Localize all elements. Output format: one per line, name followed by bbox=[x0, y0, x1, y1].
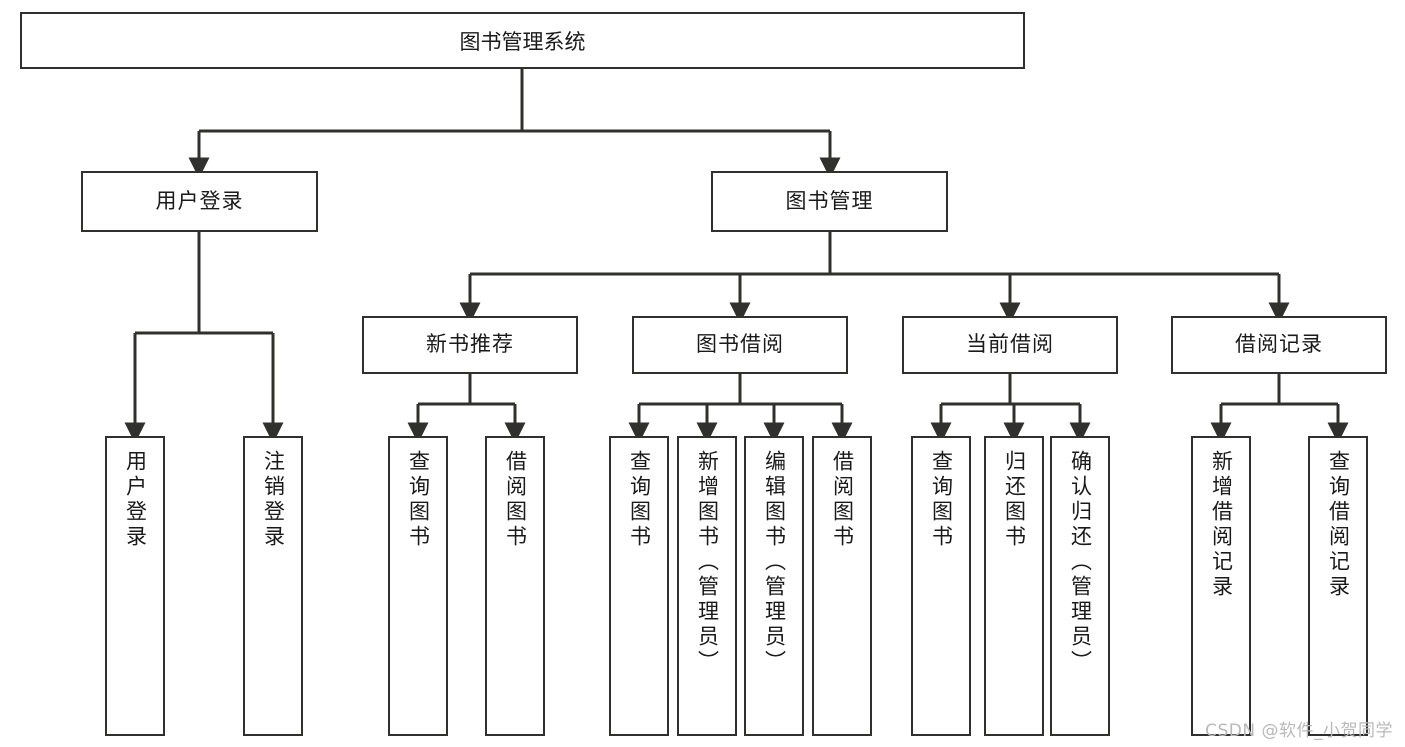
leaf-user-login[interactable]: 用户登录 bbox=[105, 436, 165, 736]
leaf-query-book-borrow[interactable]: 查询图书 bbox=[609, 436, 669, 736]
node-root[interactable]: 图书管理系统 bbox=[20, 12, 1025, 69]
leaf-borrow-book-recommend[interactable]: 借阅图书 bbox=[485, 436, 545, 736]
node-new-book-recommend[interactable]: 新书推荐 bbox=[362, 316, 578, 374]
leaf-query-book-recommend[interactable]: 查询图书 bbox=[388, 436, 448, 736]
node-book-borrow-label: 图书借阅 bbox=[696, 332, 784, 357]
leaf-label: 查询借阅记录 bbox=[1326, 450, 1351, 600]
leaf-label: 归还图书 bbox=[1002, 450, 1027, 550]
leaf-label: 注销登录 bbox=[261, 450, 286, 550]
node-borrow-record[interactable]: 借阅记录 bbox=[1171, 316, 1387, 374]
leaf-logout[interactable]: 注销登录 bbox=[243, 436, 303, 736]
leaf-add-borrow-record[interactable]: 新增借阅记录 bbox=[1191, 436, 1251, 736]
leaf-label: 查询图书 bbox=[929, 450, 954, 550]
node-new-book-recommend-label: 新书推荐 bbox=[426, 332, 514, 357]
node-user-login[interactable]: 用户登录 bbox=[81, 171, 318, 232]
leaf-borrow-book[interactable]: 借阅图书 bbox=[812, 436, 872, 736]
node-book-management-label: 图书管理 bbox=[785, 188, 874, 213]
leaf-return-book[interactable]: 归还图书 bbox=[984, 436, 1044, 736]
leaf-query-book-current[interactable]: 查询图书 bbox=[911, 436, 971, 736]
leaf-query-borrow-record[interactable]: 查询借阅记录 bbox=[1308, 436, 1368, 736]
leaf-label: 新增图书（管理员） bbox=[695, 450, 720, 675]
leaf-add-book-admin[interactable]: 新增图书（管理员） bbox=[677, 436, 737, 736]
csdn-watermark: CSDN @软件_小贺同学 bbox=[1205, 721, 1393, 741]
node-current-borrow-label: 当前借阅 bbox=[966, 332, 1054, 357]
leaf-edit-book-admin[interactable]: 编辑图书（管理员） bbox=[744, 436, 804, 736]
leaf-label: 借阅图书 bbox=[830, 450, 855, 550]
leaf-label: 用户登录 bbox=[123, 450, 148, 550]
leaf-label: 编辑图书（管理员） bbox=[762, 450, 787, 675]
leaf-label: 查询图书 bbox=[627, 450, 652, 550]
node-current-borrow[interactable]: 当前借阅 bbox=[902, 316, 1118, 374]
leaf-label: 查询图书 bbox=[406, 450, 431, 550]
node-book-management[interactable]: 图书管理 bbox=[711, 171, 948, 232]
node-root-label: 图书管理系统 bbox=[459, 29, 586, 54]
node-borrow-record-label: 借阅记录 bbox=[1235, 332, 1323, 357]
leaf-label: 借阅图书 bbox=[503, 450, 528, 550]
leaf-label: 确认归还（管理员） bbox=[1068, 450, 1093, 675]
leaf-label: 新增借阅记录 bbox=[1209, 450, 1234, 600]
node-user-login-label: 用户登录 bbox=[155, 188, 244, 213]
leaf-confirm-return-admin[interactable]: 确认归还（管理员） bbox=[1050, 436, 1110, 736]
node-book-borrow[interactable]: 图书借阅 bbox=[632, 316, 848, 374]
